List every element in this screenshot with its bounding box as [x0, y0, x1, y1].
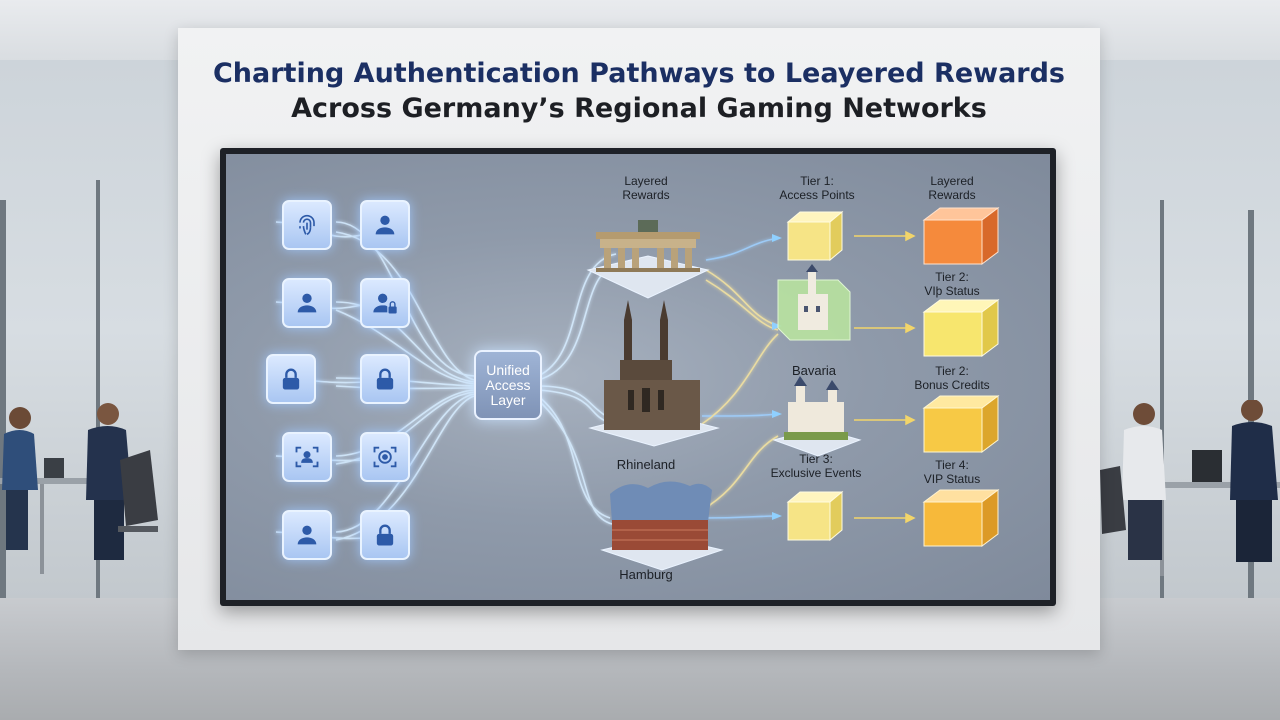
unified-access-layer-hub[interactable]: Unified Access Layer — [474, 350, 542, 420]
reward-cube-orange[interactable] — [920, 206, 1002, 266]
user-icon[interactable] — [282, 278, 332, 328]
label-line: Rewards — [622, 188, 670, 202]
label-line: Tier 1: — [800, 174, 834, 188]
user-icon[interactable] — [360, 200, 410, 250]
display-screen: Unified Access Layer Layered Rewards — [220, 148, 1056, 606]
target-icon[interactable] — [360, 432, 410, 482]
hub-line: Layer — [490, 391, 526, 408]
window-frame — [96, 180, 100, 600]
label-line: Layered — [624, 174, 668, 188]
tier3-cube[interactable] — [784, 490, 846, 542]
region-label-rhineland: Rhineland — [616, 457, 676, 472]
cologne-cathedral-landmark — [588, 300, 720, 447]
region-label-hamburg: Hamburg — [619, 567, 673, 582]
label-line: VIP Status — [923, 472, 981, 486]
screen-content: Unified Access Layer Layered Rewards — [226, 154, 1050, 600]
user-lock-icon[interactable] — [360, 278, 410, 328]
hub-line: Access — [485, 376, 531, 393]
hub-line: Unified — [486, 361, 530, 378]
brandenburg-gate-landmark — [586, 220, 710, 299]
title-line-2: Across Germany’s Regional Gaming Network… — [291, 93, 987, 124]
lock-icon[interactable] — [266, 354, 316, 404]
lock-icon[interactable] — [360, 354, 410, 404]
title-part: to Leayered Rewards — [734, 58, 1066, 89]
title-part: Charting — [212, 58, 354, 89]
region-label-bavaria: Bavaria — [791, 363, 837, 378]
user-icon[interactable] — [282, 510, 332, 560]
label-line: Tier 3: — [799, 452, 833, 466]
people-right — [1100, 400, 1280, 576]
fingerprint-icon[interactable] — [282, 200, 332, 250]
label-line: Tier 2: — [935, 270, 969, 284]
label-line: Exclusive Events — [770, 466, 862, 480]
title-line-1: Charting Authentication Pathways to Leay… — [178, 56, 1100, 91]
reward-cube-vip[interactable] — [920, 298, 1002, 358]
reward-cube-bonus[interactable] — [920, 394, 1002, 454]
tier1-cube[interactable] — [784, 210, 846, 262]
tier1-label: Tier 1: Access Points — [774, 174, 860, 202]
face-scan-icon[interactable] — [282, 432, 332, 482]
bavaria-castle-landmark — [777, 264, 851, 341]
window-frame — [0, 200, 6, 600]
label-line: VIþ Status — [924, 284, 980, 298]
window-frame — [1160, 200, 1164, 600]
label-line: Tier 2: — [935, 364, 969, 378]
region-label-top: Layered Rewards — [610, 174, 682, 202]
tier3-label: Tier 3: Exclusive Events — [766, 452, 866, 480]
label-line: Access Points — [779, 188, 855, 202]
reward-cube-vip-status[interactable] — [920, 488, 1002, 548]
label-line: Tier 4: — [935, 458, 969, 472]
label-line: Bonus Credits — [914, 378, 990, 392]
reward-label-top: Layered Rewards — [916, 174, 988, 202]
tier4-label: Tier 4: VIP Status — [916, 458, 988, 486]
page-title: Charting Authentication Pathways to Leay… — [178, 56, 1100, 126]
hamburg-elbphilharmonie-landmark — [600, 481, 724, 571]
neuschwanstein-castle-landmark — [772, 376, 862, 457]
lock-icon[interactable] — [360, 510, 410, 560]
label-line: Layered — [930, 174, 974, 188]
people-left — [0, 403, 158, 574]
tier2-bonus-label: Tier 2: Bonus Credits — [902, 364, 1002, 392]
label-line: Rewards — [928, 188, 976, 202]
title-part: Authentication Pathways — [353, 58, 735, 89]
tier2-vip-label: Tier 2: VIþ Status — [916, 270, 988, 298]
